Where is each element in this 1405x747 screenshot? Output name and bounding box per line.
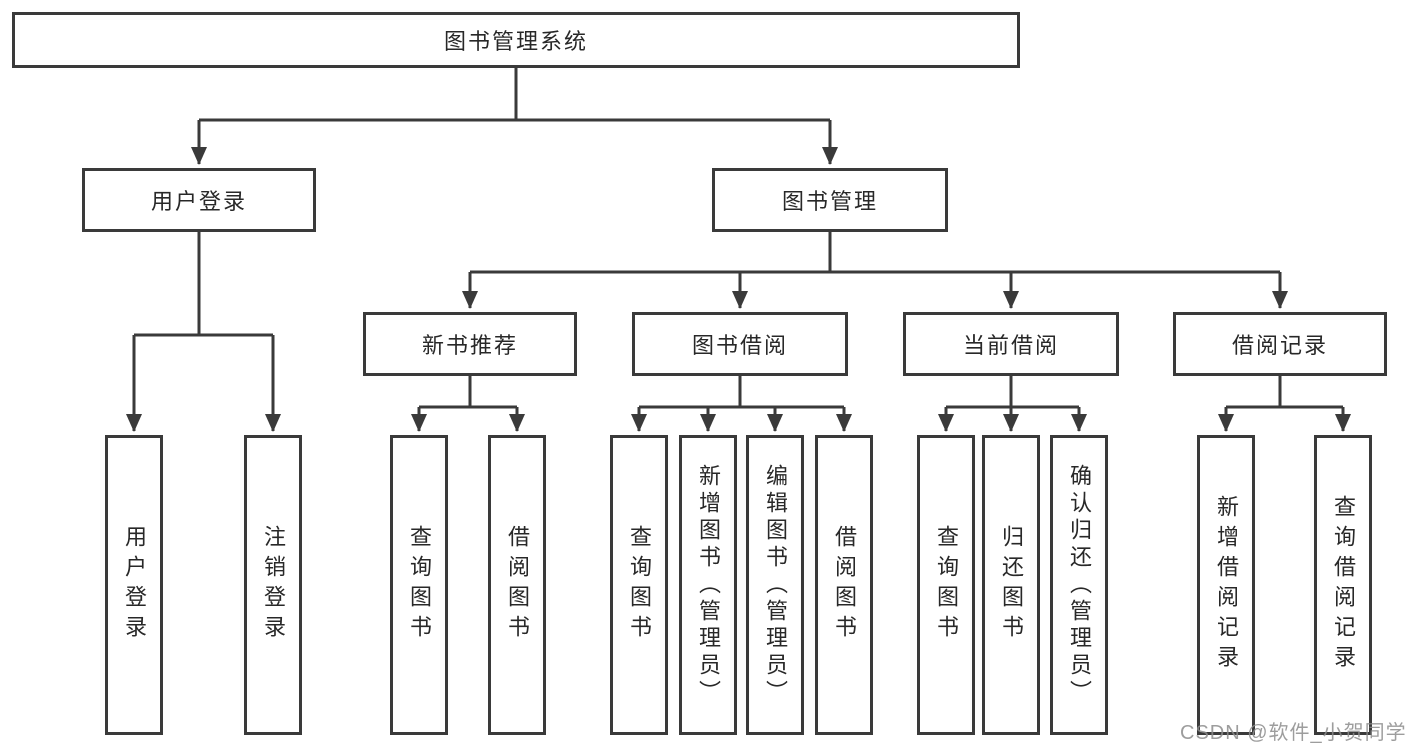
watermark: CSDN @软件_小贺同学	[1180, 722, 1405, 744]
leaf-search-books-recommend: 查询图书	[390, 435, 448, 735]
leaf-search-books-borrowing: 查询图书	[610, 435, 668, 735]
node-current-borrowing: 当前借阅	[903, 312, 1119, 376]
leaf-return-books: 归还图书	[982, 435, 1040, 735]
leaf-user-login: 用户登录	[105, 435, 163, 735]
leaf-logout: 注销登录	[244, 435, 302, 735]
node-user-login: 用户登录	[82, 168, 316, 232]
leaf-add-books-admin: 新增图书（管理员）	[679, 435, 737, 735]
leaf-add-borrow-record: 新增借阅记录	[1197, 435, 1255, 735]
leaf-confirm-return-admin: 确认归还（管理员）	[1050, 435, 1108, 735]
leaf-edit-books-admin: 编辑图书（管理员）	[746, 435, 804, 735]
leaf-borrow-books-borrowing: 借阅图书	[815, 435, 873, 735]
node-book-management: 图书管理	[712, 168, 948, 232]
node-new-book-recommendation: 新书推荐	[363, 312, 577, 376]
leaf-search-books-current: 查询图书	[917, 435, 975, 735]
node-book-borrowing: 图书借阅	[632, 312, 848, 376]
leaf-search-borrow-record: 查询借阅记录	[1314, 435, 1372, 735]
leaf-borrow-books-recommend: 借阅图书	[488, 435, 546, 735]
node-borrowing-records: 借阅记录	[1173, 312, 1387, 376]
node-library-system: 图书管理系统	[12, 12, 1020, 68]
